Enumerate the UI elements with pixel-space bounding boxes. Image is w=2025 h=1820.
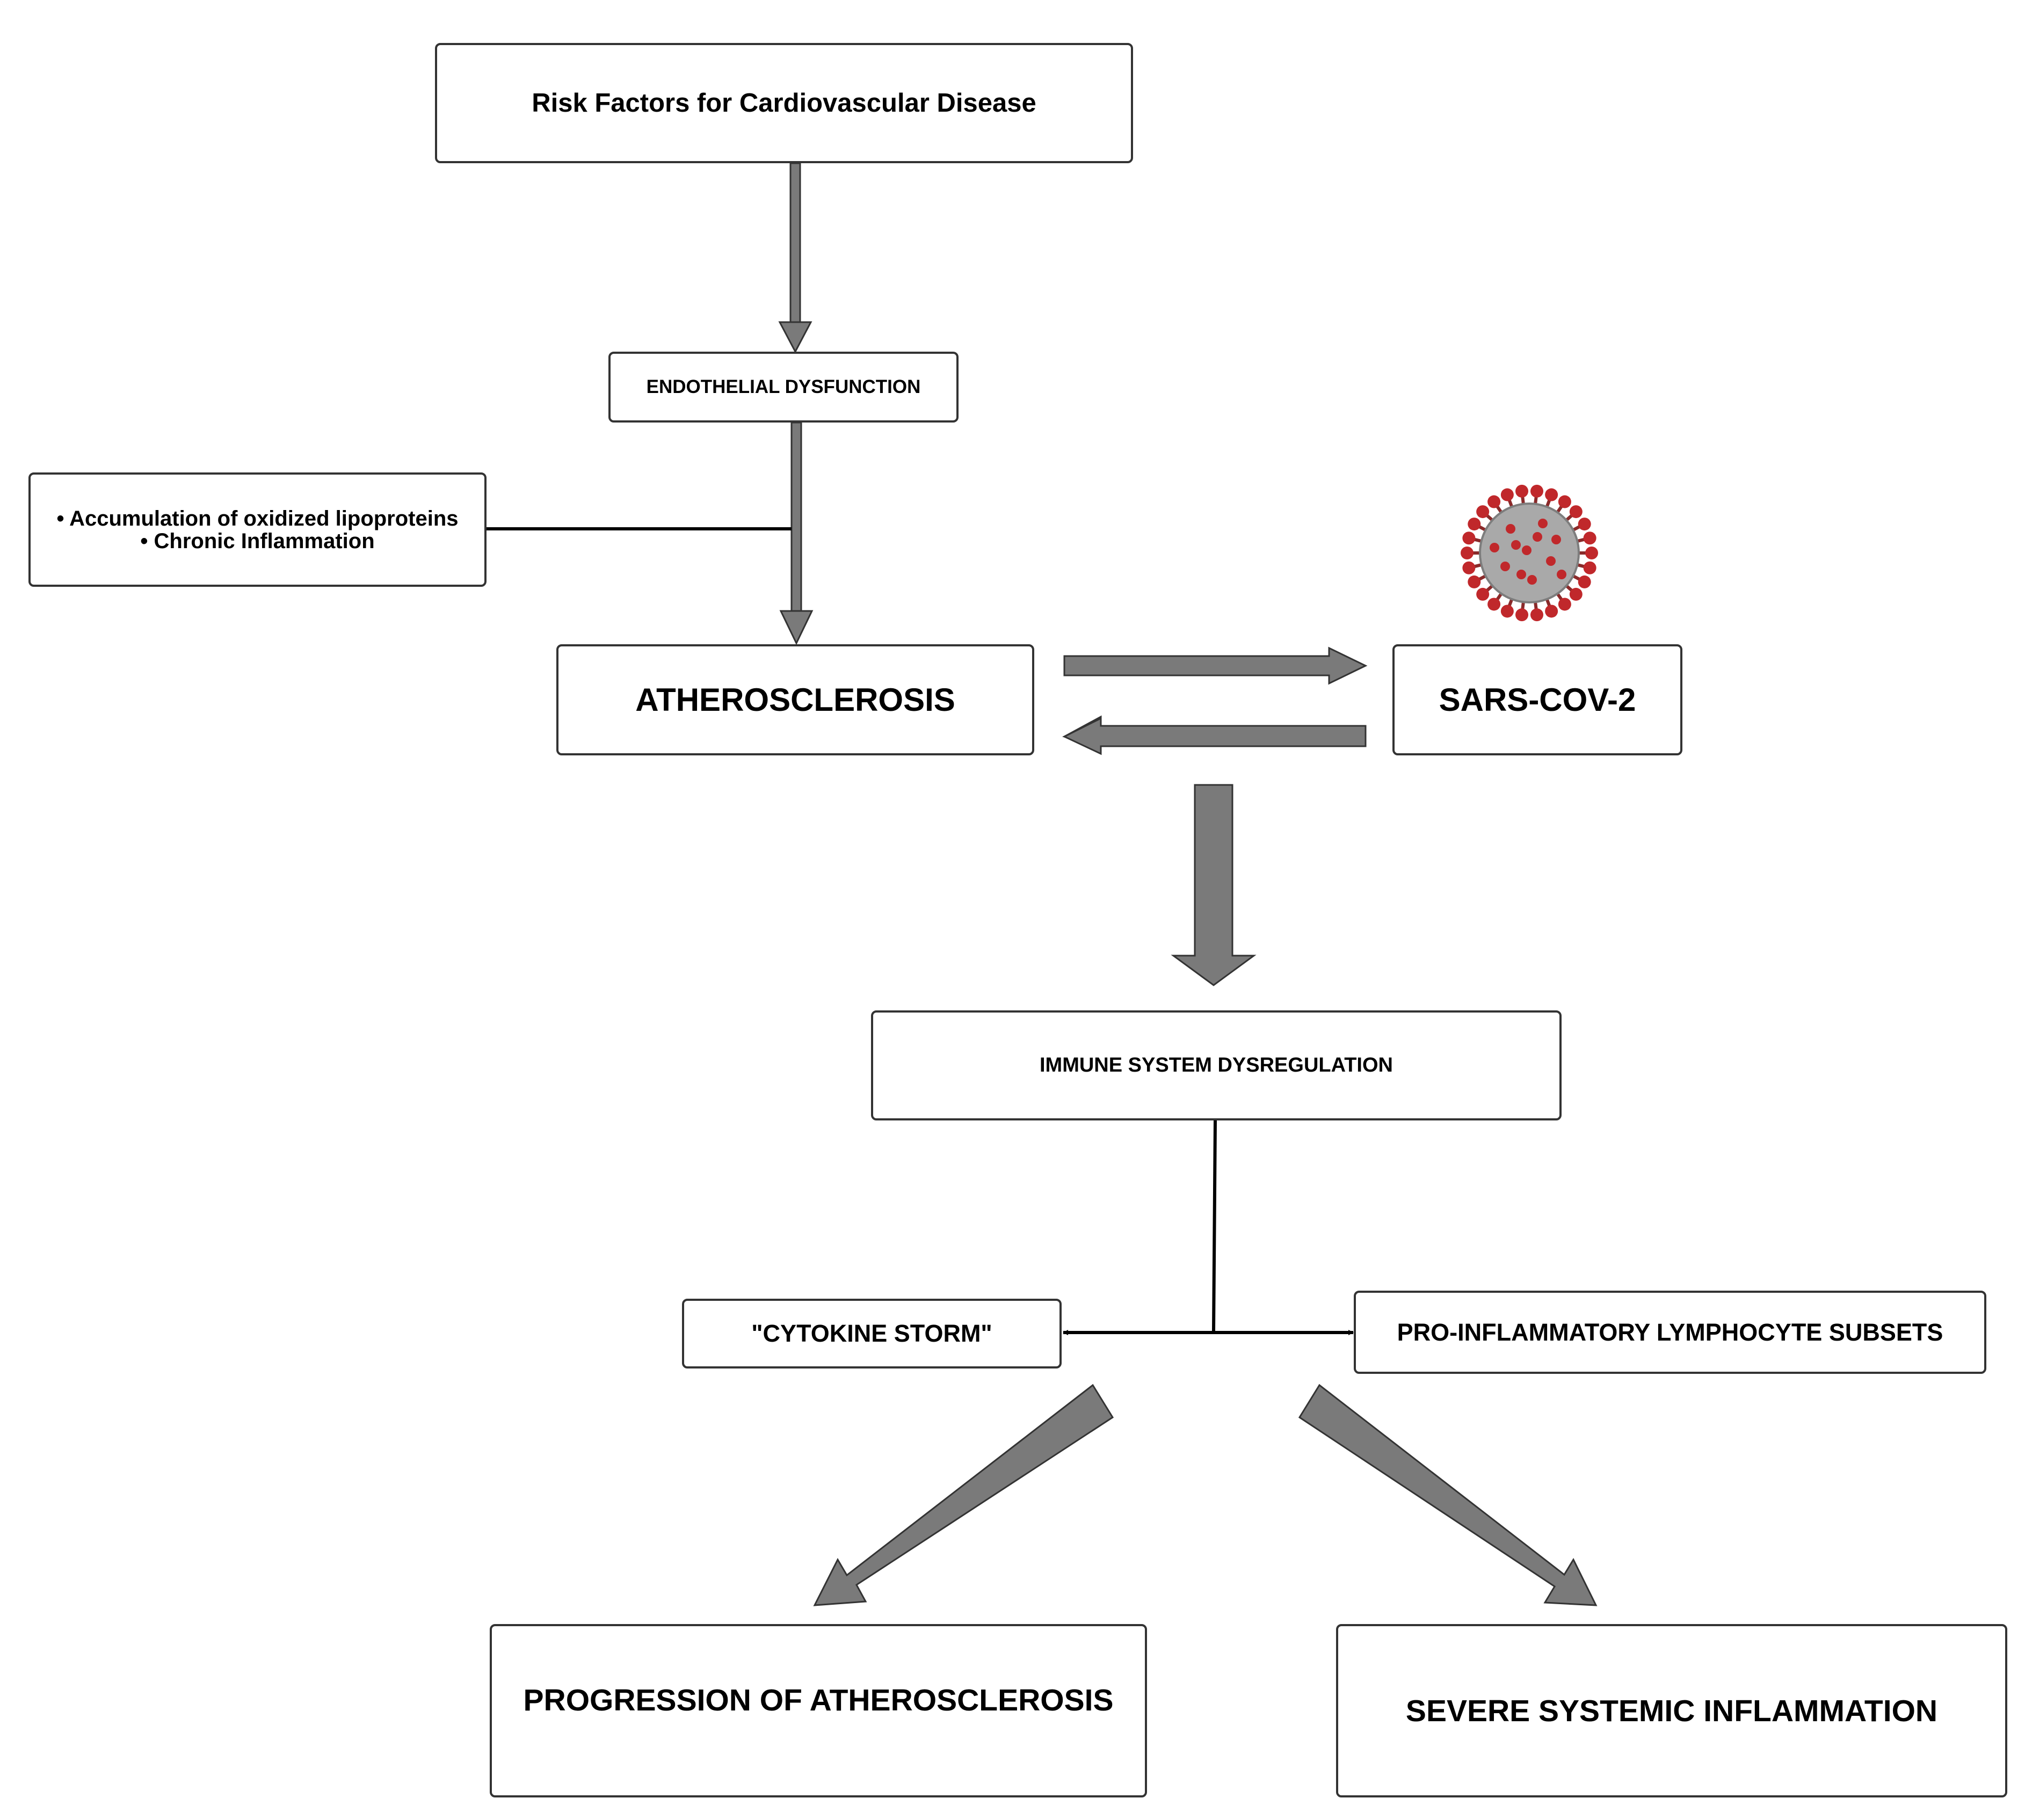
sars-cov-2-label: SARS-COV-2 <box>1439 682 1636 718</box>
atherosclerosis-label: ATHEROSCLEROSIS <box>635 682 955 718</box>
accumulation-item-inflammation: • Chronic Inflammation <box>140 529 375 553</box>
connector-immune-down <box>1212 1120 1217 1332</box>
severe-inflammation-label: SEVERE SYSTEMIC INFLAMMATION <box>1405 1693 1938 1728</box>
cytokine-storm-box: "CYTOKINE STORM" <box>682 1299 1062 1368</box>
cytokine-storm-label: "CYTOKINE STORM" <box>751 1320 992 1347</box>
arrow-sars-to-atherosclerosis-body <box>1062 717 1367 755</box>
lymphocyte-subsets-label: PRO-INFLAMMATORY LYMPHOCYTE SUBSETS <box>1397 1318 1943 1346</box>
severe-inflammation-box: SEVERE SYSTEMIC INFLAMMATION <box>1336 1624 2007 1797</box>
arrow-risk-to-endothelial <box>778 162 812 354</box>
progression-atherosclerosis-label: PROGRESSION OF ATHEROSCLEROSIS <box>523 1683 1114 1717</box>
immune-dysregulation-box: IMMUNE SYSTEM DYSREGULATION <box>871 1010 1562 1120</box>
arrow-to-progression <box>813 1384 1114 1606</box>
atherosclerosis-box: ATHEROSCLEROSIS <box>556 644 1034 755</box>
endothelial-dysfunction-label: ENDOTHELIAL DYSFUNCTION <box>646 376 921 397</box>
immune-dysregulation-label: IMMUNE SYSTEM DYSREGULATION <box>1040 1054 1393 1076</box>
coronavirus-icon <box>1461 484 1598 622</box>
accumulation-item-lipoproteins: • Accumulation of oxidized lipoproteins <box>56 506 459 530</box>
endothelial-dysfunction-box: ENDOTHELIAL DYSFUNCTION <box>608 352 959 423</box>
accumulation-box: • Accumulation of oxidized lipoproteins … <box>28 472 487 587</box>
arrow-down-to-immune <box>1171 784 1257 986</box>
progression-atherosclerosis-box: PROGRESSION OF ATHEROSCLEROSIS <box>490 1624 1147 1797</box>
arrow-endothelial-to-atherosclerosis <box>779 421 814 645</box>
sars-cov-2-box: SARS-COV-2 <box>1392 644 1682 755</box>
risk-factors-box: Risk Factors for Cardiovascular Disease <box>435 43 1133 163</box>
risk-factors-label: Risk Factors for Cardiovascular Disease <box>532 89 1036 118</box>
arrow-atherosclerosis-to-sars <box>1063 646 1368 685</box>
lymphocyte-subsets-box: PRO-INFLAMMATORY LYMPHOCYTE SUBSETS <box>1354 1291 1986 1374</box>
arrow-to-severe-inflammation <box>1298 1384 1598 1606</box>
